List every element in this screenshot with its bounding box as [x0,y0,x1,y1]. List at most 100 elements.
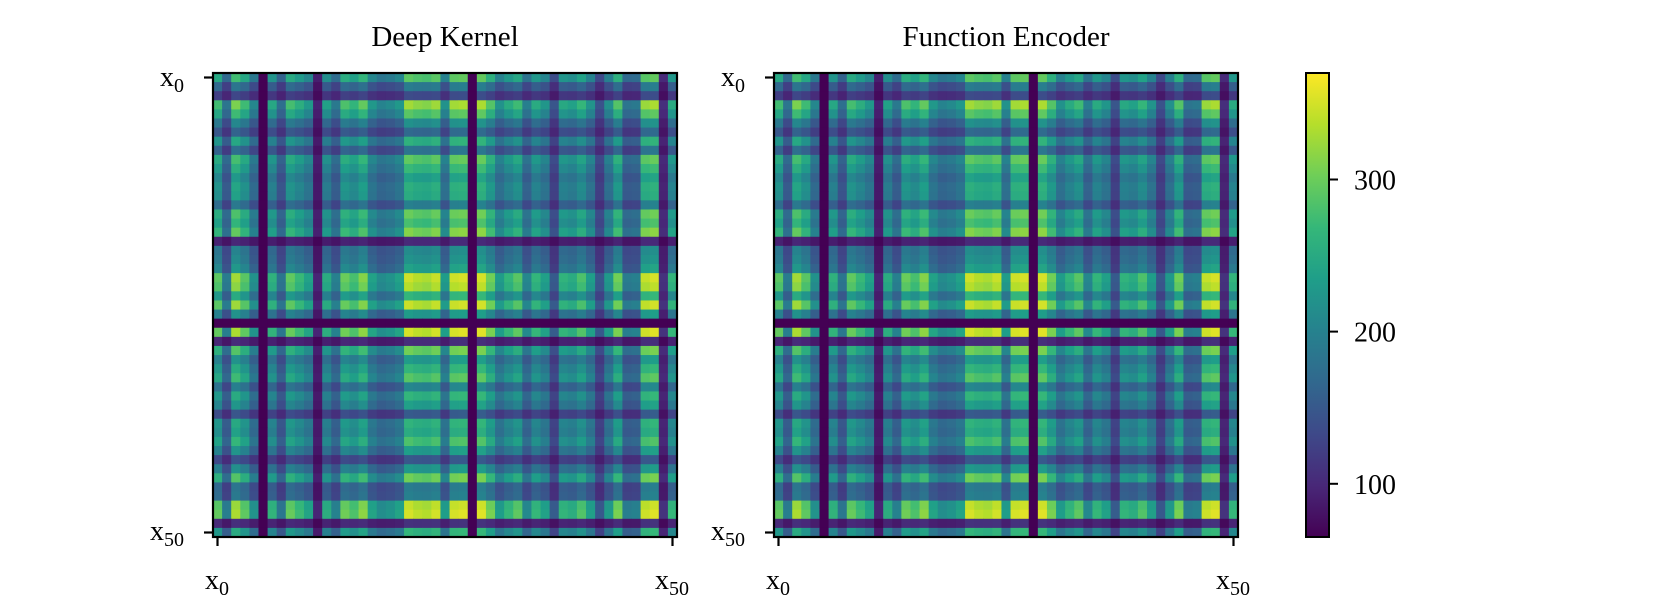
heatmap-cell [650,228,660,238]
heatmap-cell [1220,401,1230,411]
heatmap-cell [1047,300,1057,310]
heatmap-cell [1183,391,1193,401]
heatmap-cell [838,428,848,438]
heatmap-cell [865,200,875,210]
heatmap-cell [947,473,957,483]
heatmap-cell [1193,473,1203,483]
heatmap-cell [792,109,802,119]
heatmap-cell [792,291,802,301]
heatmap-cell [359,246,369,256]
heatmap-cell [1038,437,1048,447]
heatmap-cell [322,519,332,529]
heatmap-cell [541,437,551,447]
heatmap-cell [604,391,614,401]
heatmap-cell [231,473,241,483]
heatmap-cell [838,464,848,474]
heatmap-cell [659,519,669,529]
heatmap-cell [422,501,432,511]
heatmap-cell [404,337,414,347]
heatmap-cell [422,473,432,483]
heatmap-cell [340,346,350,356]
heatmap-cell [1029,255,1039,265]
heatmap-cell [613,519,623,529]
heatmap-cell [531,455,541,465]
heatmap-cell [386,455,396,465]
heatmap-cell [359,155,369,165]
heatmap-cell [595,118,605,128]
heatmap-cell [856,492,866,502]
heatmap-cell [213,155,223,165]
heatmap-cell [1083,82,1093,92]
heatmap-cell [929,300,939,310]
heatmap-cell [486,446,496,456]
heatmap-cell [240,492,250,502]
heatmap-cell [1038,209,1048,219]
heatmap-cell [349,200,359,210]
heatmap-cell [504,155,514,165]
heatmap-cell [819,337,829,347]
heatmap-cell [522,264,532,274]
heatmap-cell [1202,328,1212,338]
heatmap-cell [459,237,469,247]
heatmap-cell [613,355,623,365]
heatmap-cell [495,319,505,329]
heatmap-cell [586,319,596,329]
heatmap-cell [359,337,369,347]
heatmap-cell [322,401,332,411]
heatmap-cell [829,373,839,383]
heatmap-cell [377,82,387,92]
heatmap-cell [349,391,359,401]
heatmap-cell [1220,373,1230,383]
heatmap-cell [920,382,930,392]
heatmap-cell [268,82,278,92]
heatmap-cell [847,82,857,92]
heatmap-cell [801,209,811,219]
heatmap-cell [1065,482,1075,492]
heatmap-cell [231,501,241,511]
heatmap-cell [865,346,875,356]
heatmap-cell [304,473,314,483]
heatmap-cell [304,455,314,465]
heatmap-cell [513,164,523,174]
heatmap-cell [956,391,966,401]
heatmap-cell [304,282,314,292]
heatmap-cell [910,282,920,292]
heatmap-cell [901,346,911,356]
heatmap-cell [459,82,469,92]
heatmap-cell [286,209,296,219]
heatmap-cell [604,337,614,347]
heatmap-cell [659,146,669,156]
heatmap-cell [838,446,848,456]
heatmap-cell [468,373,478,383]
heatmap-cell [938,264,948,274]
heatmap-cell [865,82,875,92]
heatmap-cell [819,464,829,474]
heatmap-cell [568,191,578,201]
heatmap-cell [929,364,939,374]
heatmap-cell [531,228,541,238]
heatmap-cell [541,382,551,392]
heatmap-cell [322,473,332,483]
heatmap-cell [340,146,350,156]
heatmap-cell [883,300,893,310]
heatmap-cell [1129,437,1139,447]
heatmap-cell [522,437,532,447]
heatmap-cell [368,228,378,238]
heatmap-cell [568,519,578,529]
heatmap-cell [213,191,223,201]
heatmap-cell [295,419,305,429]
heatmap-cell [1102,328,1112,338]
heatmap-cell [865,155,875,165]
heatmap-cell [792,182,802,192]
heatmap-cell [1211,410,1221,420]
heatmap-cell [586,310,596,320]
heatmap-cell [359,191,369,201]
heatmap-cell [929,319,939,329]
heatmap-cell [349,173,359,183]
heatmap-cell [1120,137,1130,147]
heatmap-cell [586,228,596,238]
heatmap-cell [974,401,984,411]
heatmap-cell [1138,291,1148,301]
heatmap-cell [340,519,350,529]
heatmap-cell [213,446,223,456]
